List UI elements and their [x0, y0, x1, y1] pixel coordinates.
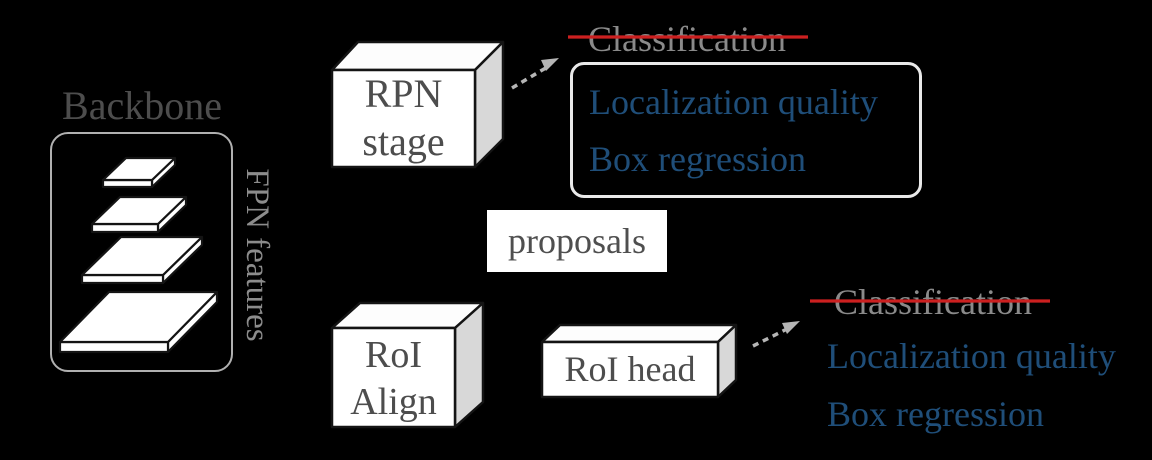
rpn-output-arrowhead — [541, 58, 559, 71]
roi-head-box-front — [540, 340, 720, 399]
backbone-box — [50, 132, 233, 372]
roi-output-arrowhead — [782, 321, 800, 334]
roi-head-label: RoI head — [564, 349, 696, 389]
fpn-layer-1-top — [101, 156, 177, 182]
roi-localization-quality-label: Localization quality — [827, 336, 1116, 376]
rpn-box-regression-label: Box regression — [589, 139, 806, 179]
backbone-label: Backbone — [62, 83, 222, 128]
roi-align-label-line2: Align — [350, 381, 437, 423]
rpn-box-front — [330, 68, 477, 169]
roi-align-label-line1: RoI — [365, 334, 422, 376]
rpn-stage-label: RPN stage — [332, 70, 475, 166]
rpn-stage-label-line2: stage — [362, 119, 445, 164]
fpn-pyramid — [58, 156, 219, 354]
rpn-box-top — [330, 40, 505, 72]
roi-classification-label: Classification — [834, 282, 1032, 322]
rpn-outputs-box: Localization quality Box regression — [570, 62, 922, 198]
rpn-classification-label: Classification — [588, 19, 786, 59]
roi-head-box — [540, 323, 738, 399]
rpn-box — [330, 40, 505, 169]
proposals-box: proposals — [487, 210, 667, 272]
fpn-layer-2-top — [90, 195, 188, 226]
roi-output-arrow-shaft — [752, 326, 790, 348]
roi-align-label: RoI Align — [332, 332, 455, 426]
fpn-layer-4-top — [58, 290, 219, 344]
rpn-output-arrow-shaft — [511, 64, 550, 90]
rpn-localization-quality-label: Localization quality — [589, 82, 878, 122]
roi-output-arrow — [752, 321, 800, 348]
fpn-features-label: FPN features — [239, 168, 275, 342]
roi-align-box-front — [330, 326, 457, 429]
rpn-output-arrow — [511, 58, 559, 90]
rpn-stage-label-line1: RPN — [364, 71, 443, 116]
fpn-layer-3-top — [80, 235, 204, 277]
roi-align-box — [330, 301, 485, 429]
roi-head-box-top — [540, 323, 738, 344]
roi-box-regression-label: Box regression — [827, 394, 1044, 434]
